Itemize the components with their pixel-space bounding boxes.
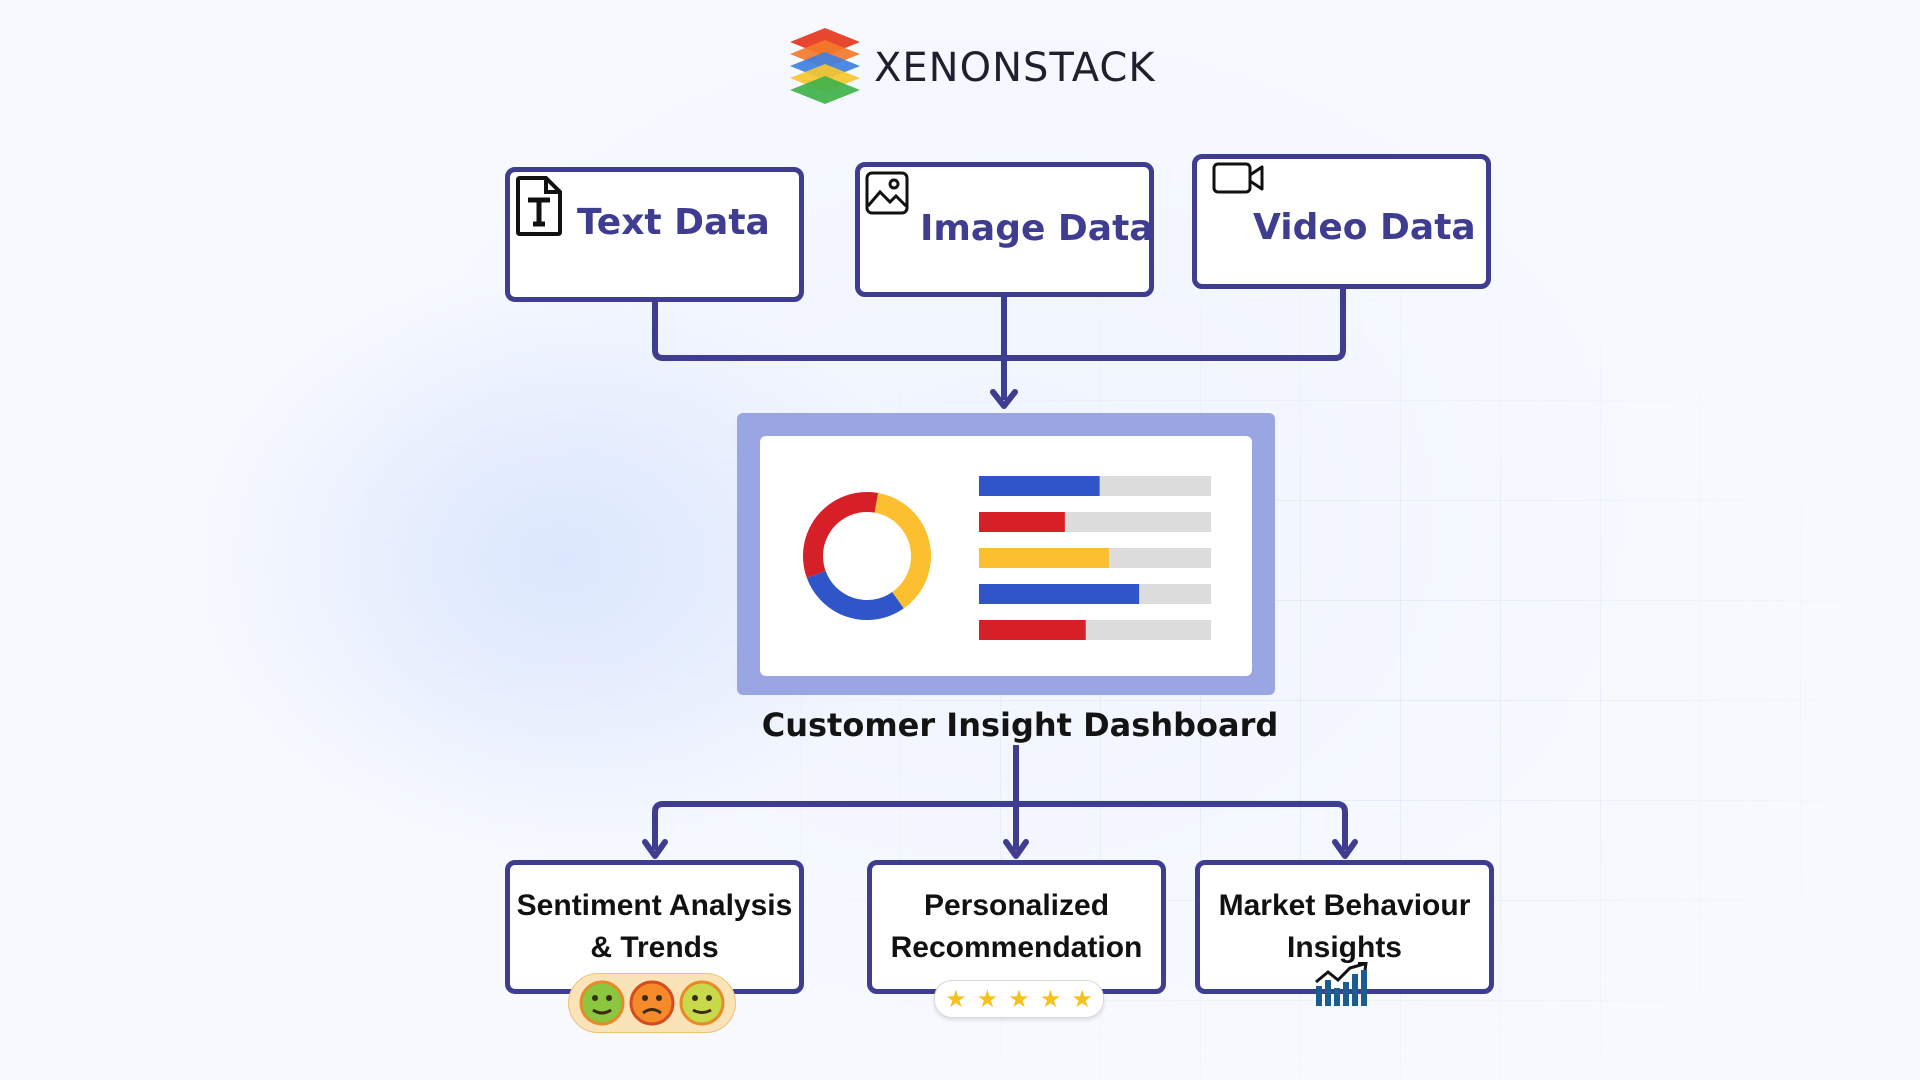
video-camera-icon xyxy=(1211,161,1265,201)
market-line1: Market Behaviour xyxy=(1218,889,1471,922)
recommendation-line2: Recommendation xyxy=(890,931,1143,964)
donut-segment xyxy=(803,492,879,578)
five-stars-icon: ★ ★ ★ ★ ★ xyxy=(934,980,1104,1018)
donut-chart-icon xyxy=(803,492,931,620)
star-icon: ★ xyxy=(1008,985,1030,1013)
star-icon: ★ xyxy=(1071,985,1093,1013)
bar-fill xyxy=(979,548,1109,568)
emoji-faces-icon xyxy=(568,973,736,1033)
donut-segment xyxy=(874,492,931,609)
text-data-label: Text Data xyxy=(577,202,770,243)
arrowhead-to-dashboard xyxy=(990,389,1018,409)
growth-chart-icon xyxy=(1314,961,1370,1012)
sentiment-analysis-label: Sentiment Analysis & Trends xyxy=(505,885,804,969)
brand-name: XENONSTACK xyxy=(874,45,1156,91)
star-icon: ★ xyxy=(945,985,967,1013)
bar-fill xyxy=(979,584,1140,604)
bar-chart-icon xyxy=(979,476,1211,640)
image-icon xyxy=(864,170,910,220)
brand-logo: XENONSTACK xyxy=(786,26,1156,110)
bar-fill xyxy=(979,476,1100,496)
dashboard-title: Customer Insight Dashboard xyxy=(761,706,1279,744)
sentiment-line2: & Trends xyxy=(590,931,719,964)
star-icon: ★ xyxy=(1039,985,1062,1013)
sentiment-analysis-box xyxy=(505,860,804,994)
image-data-label: Image Data xyxy=(920,208,1154,249)
arrowhead-to-market xyxy=(1332,839,1358,859)
bar-fill xyxy=(979,620,1086,640)
star-icon: ★ xyxy=(976,985,999,1013)
arrowhead-to-recommendation xyxy=(1003,839,1029,859)
donut-segment xyxy=(806,571,904,620)
text-file-icon xyxy=(514,174,566,242)
sentiment-line1: Sentiment Analysis xyxy=(516,889,793,922)
dashboard-graphics xyxy=(803,476,1211,640)
recommendation-line1: Personalized xyxy=(923,889,1110,922)
market-behaviour-label: Market Behaviour Insights xyxy=(1195,885,1494,969)
arrowhead-to-sentiment xyxy=(642,839,668,859)
personalized-recommendation-label: Personalized Recommendation xyxy=(867,885,1166,969)
video-data-label: Video Data xyxy=(1253,207,1476,248)
market-line2: Insights xyxy=(1286,931,1402,964)
xenonstack-logo-icon xyxy=(786,26,864,110)
bar-fill xyxy=(979,512,1065,532)
